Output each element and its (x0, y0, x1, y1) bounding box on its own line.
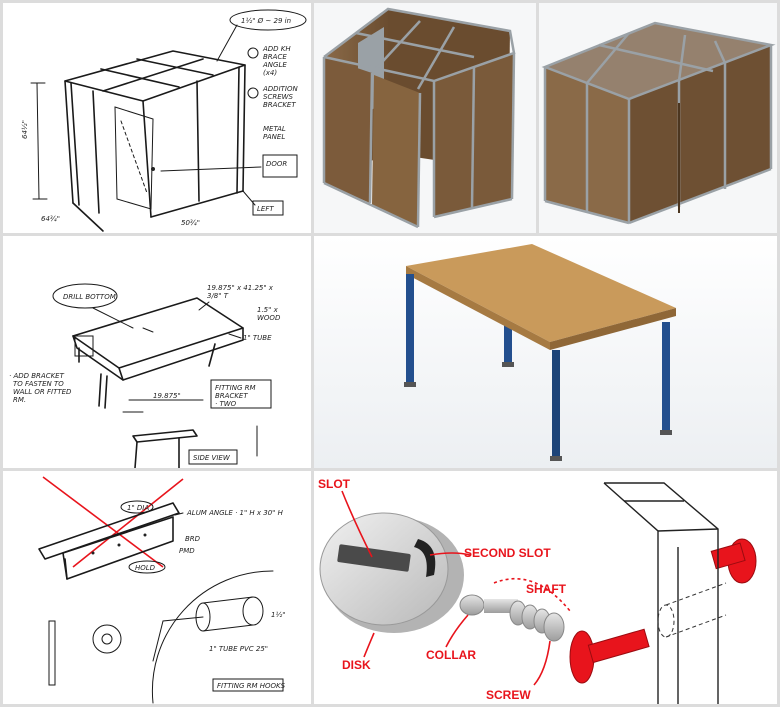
svg-text:1.5" x: 1.5" x (257, 306, 279, 314)
svg-text:WALL OR FITTED: WALL OR FITTED (13, 388, 72, 396)
svg-text:BRACE: BRACE (263, 53, 287, 61)
booth-render-open-panel (314, 3, 536, 233)
svg-text:1" TUBE PVC 25": 1" TUBE PVC 25" (209, 645, 268, 653)
table-sketch-drawing: DRILL BOTTOM 19.875" x 41.25" x 3/8" T 1… (9, 283, 281, 468)
svg-text:METAL: METAL (263, 125, 286, 133)
label-second-slot: SECOND SLOT (464, 546, 551, 560)
svg-text:BRACKET: BRACKET (263, 101, 296, 109)
svg-text:HOLD: HOLD (135, 564, 156, 572)
svg-text:64½": 64½" (21, 120, 29, 139)
svg-text:ALUM ANGLE · 1" H x 30" H: ALUM ANGLE · 1" H x 30" H (186, 509, 284, 517)
booth-render-closed-panel (539, 3, 777, 233)
svg-text:1" DIA: 1" DIA (127, 504, 149, 512)
label-shaft: SHAFT (526, 582, 567, 596)
svg-text:ADDITION: ADDITION (262, 85, 298, 93)
svg-text:50¾": 50¾" (181, 219, 200, 227)
sketch-note-1: 1½" Ø ~ 29 in (241, 17, 291, 25)
svg-text:FITTING RM HOOKS: FITTING RM HOOKS (217, 682, 286, 690)
booth-render-closed (539, 3, 777, 233)
bracket-sketch-panel: 1" DIA ALUM ANGLE · 1" H x 30" H BRD PMD… (3, 471, 311, 704)
label-collar: COLLAR (426, 648, 476, 662)
bracket-sketch-drawing: 1" DIA ALUM ANGLE · 1" H x 30" H BRD PMD… (38, 476, 286, 704)
svg-text:PMD: PMD (179, 547, 195, 555)
table-render (314, 236, 777, 468)
sketch-note-door: DOOR (266, 160, 287, 168)
label-screw: SCREW (486, 688, 531, 702)
svg-text:19.875": 19.875" (153, 392, 181, 400)
table-sketch-panel: DRILL BOTTOM 19.875" x 41.25" x 3/8" T 1… (3, 236, 311, 468)
svg-text:ADD KH: ADD KH (262, 45, 291, 53)
svg-text:19.875" x 41.25" x: 19.875" x 41.25" x (207, 284, 274, 292)
svg-text:1" TUBE: 1" TUBE (243, 334, 272, 342)
svg-text:PANEL: PANEL (263, 133, 285, 141)
svg-text:RM.: RM. (13, 396, 26, 404)
hardware-diagram: SLOT SECOND SLOT SHAFT DISK COLLAR SCREW (314, 471, 777, 704)
svg-text:WOOD: WOOD (257, 314, 281, 322)
svg-text:FITTING RM: FITTING RM (215, 384, 256, 392)
svg-text:BRD: BRD (185, 535, 201, 543)
table-render-panel (314, 236, 777, 468)
svg-text:1½": 1½" (271, 611, 285, 619)
sketch-note-left: LEFT (257, 205, 274, 213)
svg-text:ANGLE: ANGLE (262, 61, 287, 69)
booth-sketch-panel: 64½" 64¾" 50¾" 1½" Ø ~ 29 in ADD KH BRAC… (3, 3, 311, 233)
label-slot: SLOT (318, 477, 351, 491)
svg-text:DRILL BOTTOM: DRILL BOTTOM (63, 293, 116, 301)
booth-render-open (314, 3, 536, 233)
svg-text:· ADD BRACKET: · ADD BRACKET (9, 372, 65, 380)
booth-sketch-drawing: 64½" 64¾" 50¾" 1½" Ø ~ 29 in ADD KH BRAC… (21, 9, 307, 232)
svg-text:(x4): (x4) (263, 69, 277, 77)
svg-text:TO FASTEN TO: TO FASTEN TO (13, 380, 64, 388)
hardware-diagram-panel: SLOT SECOND SLOT SHAFT DISK COLLAR SCREW (314, 471, 777, 704)
label-disk: DISK (342, 658, 371, 672)
svg-text:3/8" T: 3/8" T (207, 292, 229, 300)
svg-text:· TWO: · TWO (215, 400, 237, 408)
svg-text:BRACKET: BRACKET (215, 392, 248, 400)
svg-text:SIDE VIEW: SIDE VIEW (193, 454, 231, 462)
svg-text:64¾": 64¾" (41, 215, 60, 223)
svg-text:SCREWS: SCREWS (263, 93, 294, 101)
